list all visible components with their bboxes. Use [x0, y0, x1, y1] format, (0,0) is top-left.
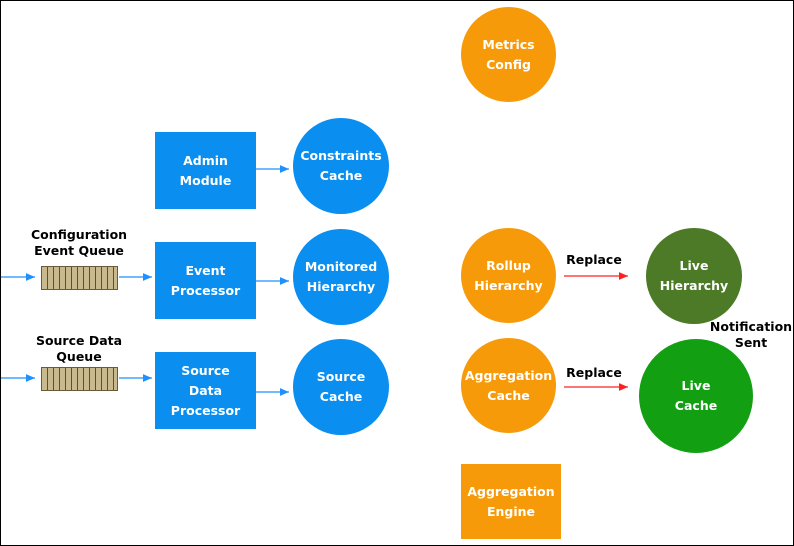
monitored-hierarchy-circle: Monitored Hierarchy [293, 229, 389, 325]
source-data-queue [41, 367, 118, 391]
notification-sent-label: Notification Sent [709, 319, 793, 350]
replace-label-top: Replace [566, 252, 622, 267]
admin-module-box: Admin Module [155, 132, 256, 209]
source-data-processor-box: Source Data Processor [155, 352, 256, 429]
live-cache-circle: Live Cache [639, 339, 753, 453]
config-queue-label: Configuration Event Queue [30, 227, 128, 258]
aggregation-engine-box: Aggregation Engine [461, 464, 561, 539]
source-queue-label: Source Data Queue [35, 333, 123, 364]
source-cache-circle: Source Cache [293, 339, 389, 435]
event-processor-box: Event Processor [155, 242, 256, 319]
metrics-config-circle: Metrics Config [461, 7, 556, 102]
constraints-cache-circle: Constraints Cache [293, 118, 389, 214]
aggregation-cache-circle: Aggregation Cache [461, 338, 556, 433]
replace-label-bottom: Replace [566, 365, 622, 380]
config-event-queue [41, 266, 118, 290]
live-hierarchy-circle: Live Hierarchy [646, 228, 742, 324]
rollup-hierarchy-circle: Rollup Hierarchy [461, 228, 556, 323]
